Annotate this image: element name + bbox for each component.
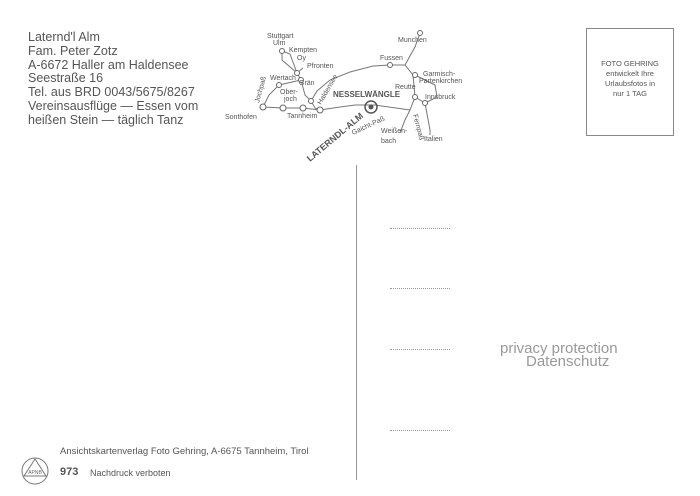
publisher-logo: APNB — [21, 457, 49, 485]
map-label-pfronten: Pfronten — [307, 63, 334, 70]
map-label-oberjoch-2: joch — [283, 96, 297, 103]
stamp-line-3: Urlaubsfotos in — [604, 79, 656, 88]
map-label-jochpass: Jochpaß — [254, 76, 268, 104]
map-label-oy: Oy — [297, 55, 306, 62]
address-line-2 — [390, 288, 450, 289]
slogan-line-2: heißen Stein — täglich Tanz — [28, 112, 184, 127]
address-block: Laternd'l Alm Fam. Peter Zotz A-6672 Hal… — [28, 30, 199, 128]
stamp-line-2: entwickelt Ihre — [606, 69, 654, 78]
stamp-line-1: FOTO GEHRING — [601, 59, 659, 68]
map-label-ulm: Ulm — [273, 40, 286, 47]
map-label-stuttgart: Stuttgart — [267, 33, 294, 40]
city-line: A-6672 Haller am Haldensee — [28, 57, 189, 72]
map-label-munchen: Munchen — [398, 37, 427, 44]
map-label-fernpass: Fernpaß — [411, 114, 425, 141]
watermark-line-1: privacy protection — [500, 340, 618, 357]
slogan-line-1: Vereinsausflüge — Essen vom — [28, 98, 199, 113]
stamp-line-4: nur 1 TAG — [613, 89, 647, 98]
map-label-innsbruck: Innsbruck — [425, 94, 456, 101]
publisher-line: Ansichtskartenverlag Foto Gehring, A-667… — [60, 446, 309, 457]
map-label-tannheim: Tannheim — [287, 113, 318, 120]
map-label-kempten: Kempten — [289, 47, 317, 54]
map-label-weissenbach: Weißen- — [381, 128, 408, 135]
inn-name: Laternd'l Alm — [28, 30, 100, 44]
phone-line: Tel. aus BRD 0043/5675/8267 — [28, 85, 195, 100]
map-label-weissenbach-2: bach — [381, 138, 396, 145]
map-label-nesselwangle: NESSELWÄNGLE — [333, 90, 401, 99]
map-label-oberjoch: Ober- — [280, 89, 299, 96]
svg-text:APNB: APNB — [28, 470, 42, 476]
map-label-garmisch: Garmisch- — [423, 71, 456, 78]
map-label-garmisch-2: Partenkirchen — [419, 78, 462, 85]
map-label-italien: Italien — [424, 136, 443, 143]
map-label-gran: Grän — [299, 80, 315, 87]
map-label-fussen: Fussen — [380, 55, 403, 62]
owner-name: Fam. Peter Zotz — [28, 43, 118, 58]
street-line: Seestraße 16 — [28, 71, 104, 86]
address-line-3 — [390, 349, 450, 350]
map-label-wertach: Wertach — [270, 75, 296, 82]
stamp-box: FOTO GEHRING entwickelt Ihre Urlaubsfoto… — [586, 28, 674, 136]
watermark-line-2: Datenschutz — [526, 353, 610, 370]
address-line-1 — [390, 228, 450, 229]
address-line-4 — [390, 430, 450, 431]
copyright-note: Nachdruck verboten — [90, 468, 171, 478]
postcard-divider — [356, 165, 357, 480]
map-label-reutte: Reutte — [395, 84, 416, 91]
map-label-sonthofen: Sonthofen — [225, 114, 257, 121]
card-number: 973 — [60, 466, 79, 478]
route-map: Stuttgart Ulm Kempten Oy Pfronten Wertac… — [225, 30, 462, 164]
